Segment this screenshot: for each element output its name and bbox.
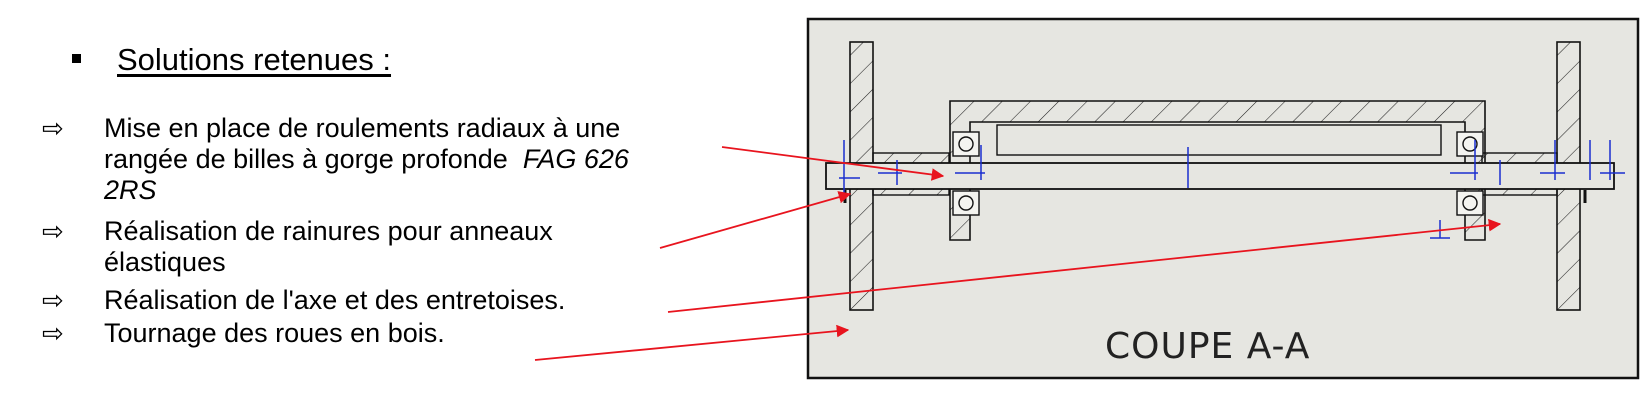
left-bearing [952,131,980,216]
right-bearing [1456,131,1484,216]
item-line: Tournage des roues en bois. [104,318,445,348]
leader-axle [667,218,1502,313]
dimension-markers [839,140,1625,239]
item-line: Mise en place de roulements radiaux à un… [104,113,621,143]
heading: Solutions retenues : [72,42,391,78]
section-caption: COUPE A-A [1105,326,1310,367]
housing-cavity [996,124,1442,156]
heading-text: Solutions retenues : [117,42,392,77]
right-arrow-icon: ⇨ [42,285,64,315]
leader-rings [659,191,852,249]
right-arrow-icon: ⇨ [42,216,64,246]
item-line: Réalisation de rainures pour anneaux [104,216,553,246]
item-line: élastiques [104,247,226,277]
housing [949,100,1486,241]
drawing-panel [806,17,1640,380]
leader-lines [534,146,1502,361]
leader-wheels [534,324,850,361]
bullet-square-icon [72,54,81,64]
right-arrow-icon: ⇨ [42,318,64,348]
bearing-reference: FAG 626 [522,144,629,174]
right-arrow-icon: ⇨ [42,113,64,143]
leader-bearing [721,146,945,181]
item-line: rangée de billes à gorge profonde [104,144,508,174]
item-line: 2RS [104,175,157,205]
item-line: Réalisation de l'axe et des entretoises. [104,285,566,315]
shaft [825,162,1615,190]
